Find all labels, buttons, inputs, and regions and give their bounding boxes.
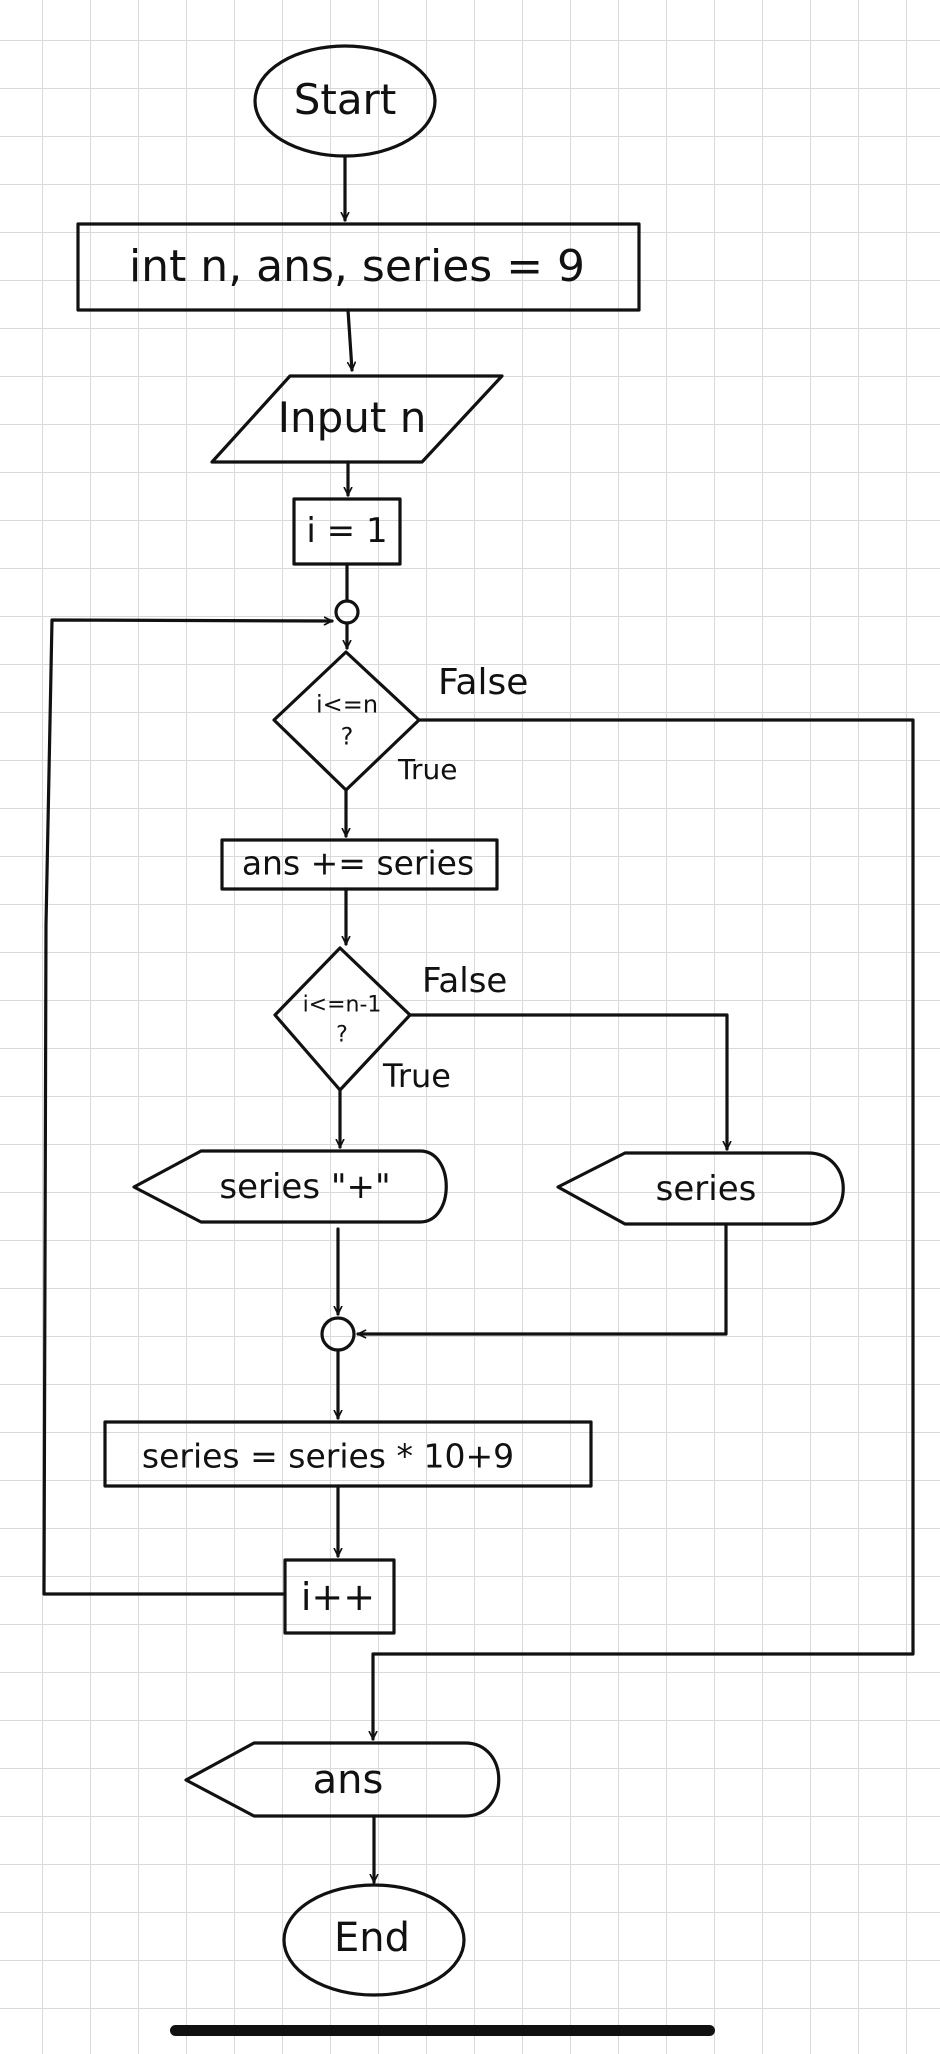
accumulate-label: ans += series: [241, 843, 475, 883]
output-ans-label: ans: [312, 1757, 384, 1803]
connector-inner-false: [408, 1013, 727, 1151]
inner-false-label: False: [422, 961, 508, 1001]
inner-true-label: True: [383, 1057, 451, 1095]
init-label: i = 1: [306, 511, 388, 551]
outer-true-label: True: [398, 753, 458, 786]
increment-process-box: [283, 1558, 396, 1635]
update-process-box: [103, 1420, 593, 1488]
end-label: End: [333, 1915, 411, 1961]
connector-outer-false: [373, 718, 915, 1741]
output-plus-display: [132, 1149, 448, 1224]
home-indicator-bar[interactable]: [170, 2025, 715, 2036]
accumulate-process-box: [220, 838, 499, 891]
end-terminal: [282, 1883, 466, 1997]
input-parallelogram: [210, 374, 504, 464]
output-ans-display: [184, 1741, 501, 1818]
inner-condition-label: i<=n-1 ?: [302, 992, 382, 1047]
merge-connector: [320, 1316, 356, 1352]
output-series-display: [556, 1151, 845, 1226]
increment-label: i++: [300, 1575, 376, 1619]
outer-condition-label: i<=n ?: [315, 690, 379, 751]
connector-declare-to-input: [346, 308, 352, 372]
declare-label: int n, ans, series = 9: [128, 241, 586, 292]
start-label: Start: [293, 75, 397, 124]
declare-process-box: [76, 222, 641, 312]
update-label: series = series * 10+9: [141, 1436, 515, 1476]
output-series-label: series: [655, 1169, 757, 1209]
output-plus-label: series "+": [219, 1167, 391, 1207]
connector-series-to-merge: [356, 1222, 728, 1334]
input-label: Input n: [277, 393, 427, 442]
connector-loop-back: [42, 620, 334, 1596]
outer-false-label: False: [438, 662, 529, 703]
loop-connector-top: [334, 599, 360, 625]
